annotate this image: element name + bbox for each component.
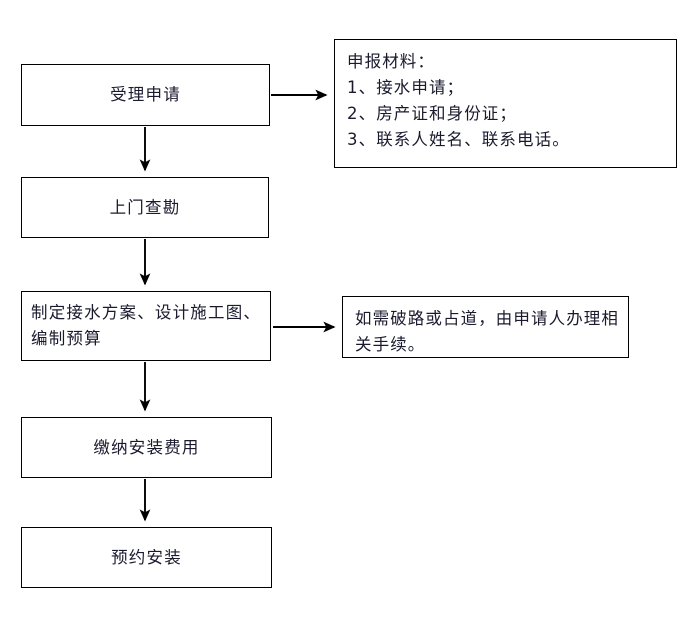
process-node-site-survey: 上门查勘 [21, 177, 269, 238]
process-node-pay-installation-fee: 缴纳安装费用 [21, 417, 272, 478]
process-node-plan-design-budget: 制定接水方案、设计施工图、编制预算 [21, 291, 271, 361]
note-required-materials: 申报材料： 1、接水申请； 2、房产证和身份证； 3、联系人姓名、联系电话。 [334, 39, 677, 168]
note-roadwork-permit: 如需破路或占道，由申请人办理相关手续。 [342, 296, 629, 358]
process-node-receive-application: 受理申请 [21, 64, 270, 126]
process-node-book-installation: 预约安装 [21, 527, 272, 588]
